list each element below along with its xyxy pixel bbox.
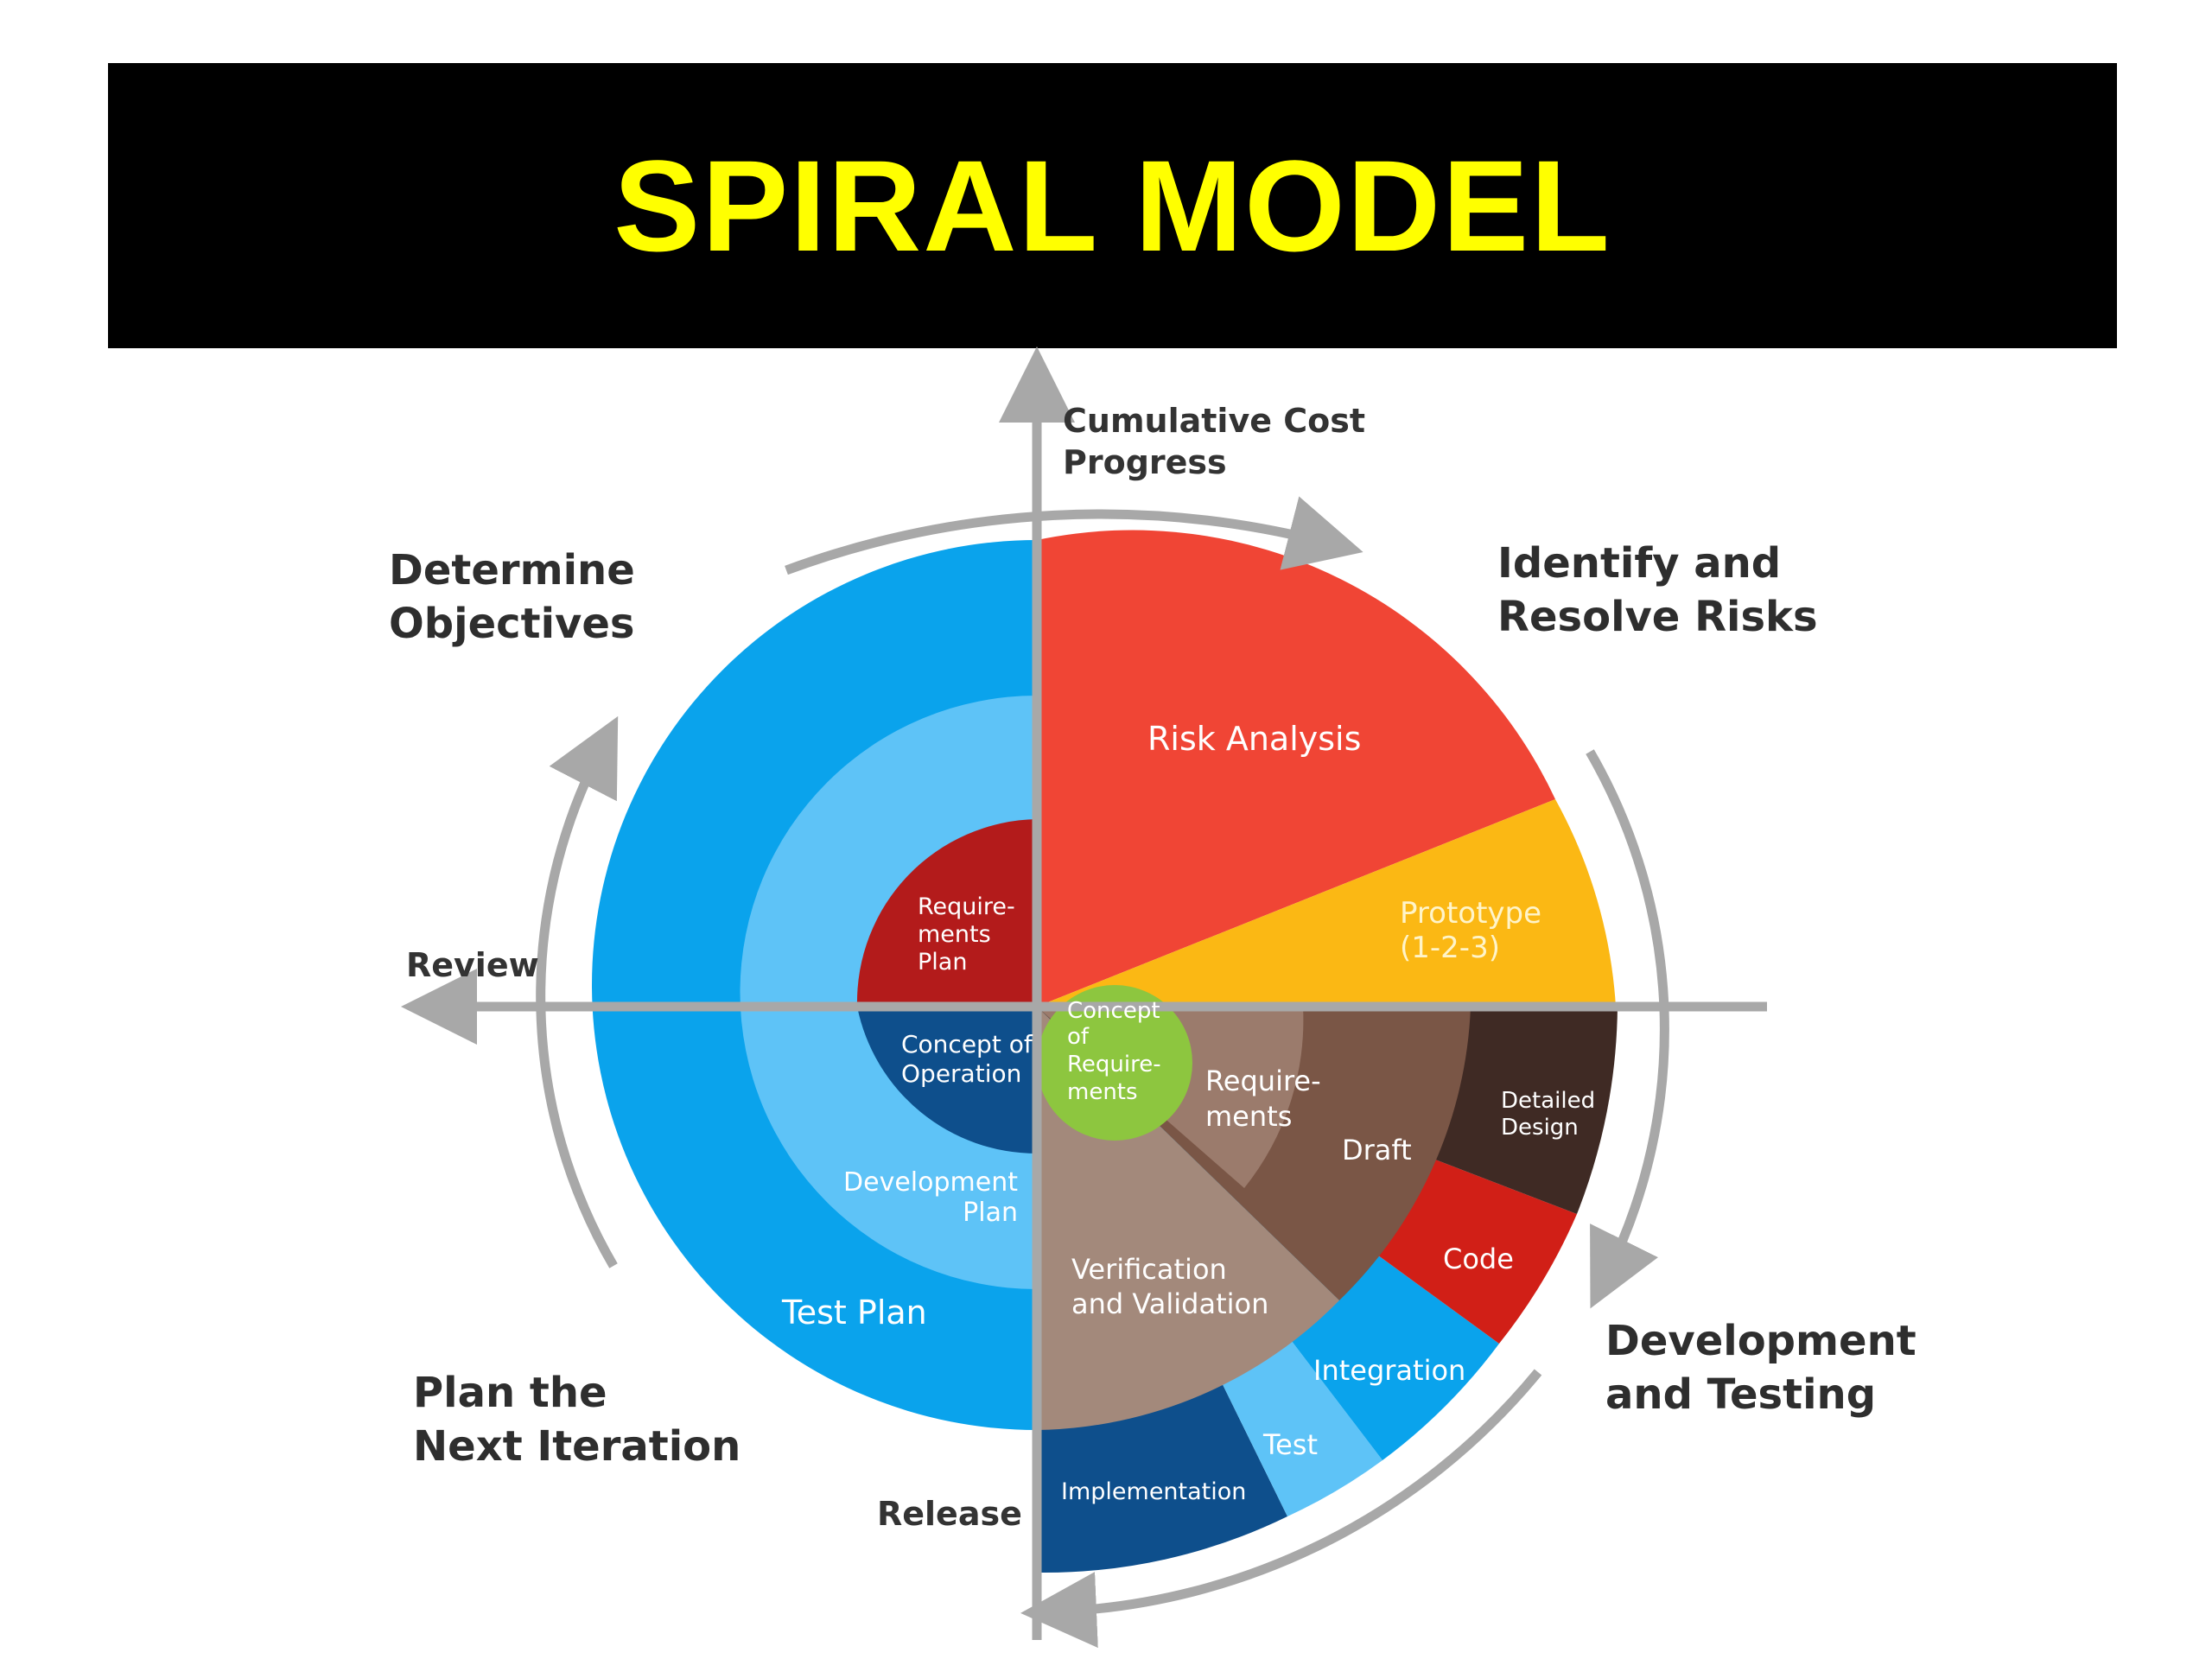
requirements-plan-label-3: Plan [918,949,967,976]
integration-label: Integration [1313,1354,1465,1387]
detailed-design-label-2: Design [1501,1115,1579,1141]
test-label: Test [1262,1428,1318,1461]
prototype-segment [1037,799,1616,1007]
axis-label-top-1: Cumulative Cost [1063,402,1365,440]
requirements-label-1: Require- [1205,1065,1321,1097]
development-plan-label-1: Development [843,1167,1018,1198]
risk-analysis-segment [1037,530,1555,1007]
axis-label-release: Release [877,1495,1022,1533]
verification-label-2: and Validation [1071,1287,1268,1320]
concept-requirements-label-4: ments [1067,1079,1138,1105]
quadrant-label-identify-1: Identify and [1497,539,1781,588]
requirements-plan-segment [856,819,1037,1007]
concept-requirements-label-1: Concept [1067,998,1160,1024]
page-title: SPIRAL MODEL [613,132,1611,278]
prototype-label-2: (1-2-3) [1400,931,1500,965]
concept-requirements-circle [1037,985,1192,1141]
quadrant-label-development-1: Development [1605,1317,1916,1365]
quadrant-label-development-2: and Testing [1605,1370,1876,1419]
concept-operation-segment [857,1007,1037,1154]
requirements-plan-label-1: Require- [918,893,1015,920]
quadrant-label-plan-2: Next Iteration [413,1422,741,1471]
risk-analysis-label: Risk Analysis [1147,720,1361,758]
requirements-plan-label-2: ments [918,921,991,948]
left-arc-arrow [536,715,619,1268]
requirements-label-2: ments [1205,1100,1292,1133]
detailed-design-label-1: Detailed [1501,1088,1595,1114]
development-plan-label-2: Plan [963,1198,1018,1228]
draft-label: Draft [1342,1134,1412,1166]
axis-label-top-2: Progress [1063,443,1227,481]
quadrant-label-determine-1: Determine [389,546,635,594]
prototype-label-1: Prototype [1400,896,1541,931]
right-arc-arrow [1586,749,1669,1309]
title-banner: SPIRAL MODEL [108,63,2117,348]
concept-operation-label-1: Concept of [901,1030,1033,1058]
verification-label-1: Verification [1071,1253,1227,1286]
concept-operation-label-2: Operation [901,1059,1021,1088]
quadrant-label-determine-2: Objectives [389,600,634,648]
code-label: Code [1443,1243,1514,1275]
top-arc-arrow [785,496,1363,575]
concept-requirements-label-2: of [1067,1024,1090,1050]
test-plan-label: Test Plan [781,1294,927,1332]
concept-requirements-label-3: Require- [1067,1052,1161,1077]
axis-label-review: Review [406,946,539,984]
bottom-arc-arrow [1020,1369,1542,1649]
quadrant-label-identify-2: Resolve Risks [1497,593,1818,641]
quadrant-label-plan-1: Plan the [413,1369,607,1417]
implementation-label: Implementation [1061,1478,1246,1505]
